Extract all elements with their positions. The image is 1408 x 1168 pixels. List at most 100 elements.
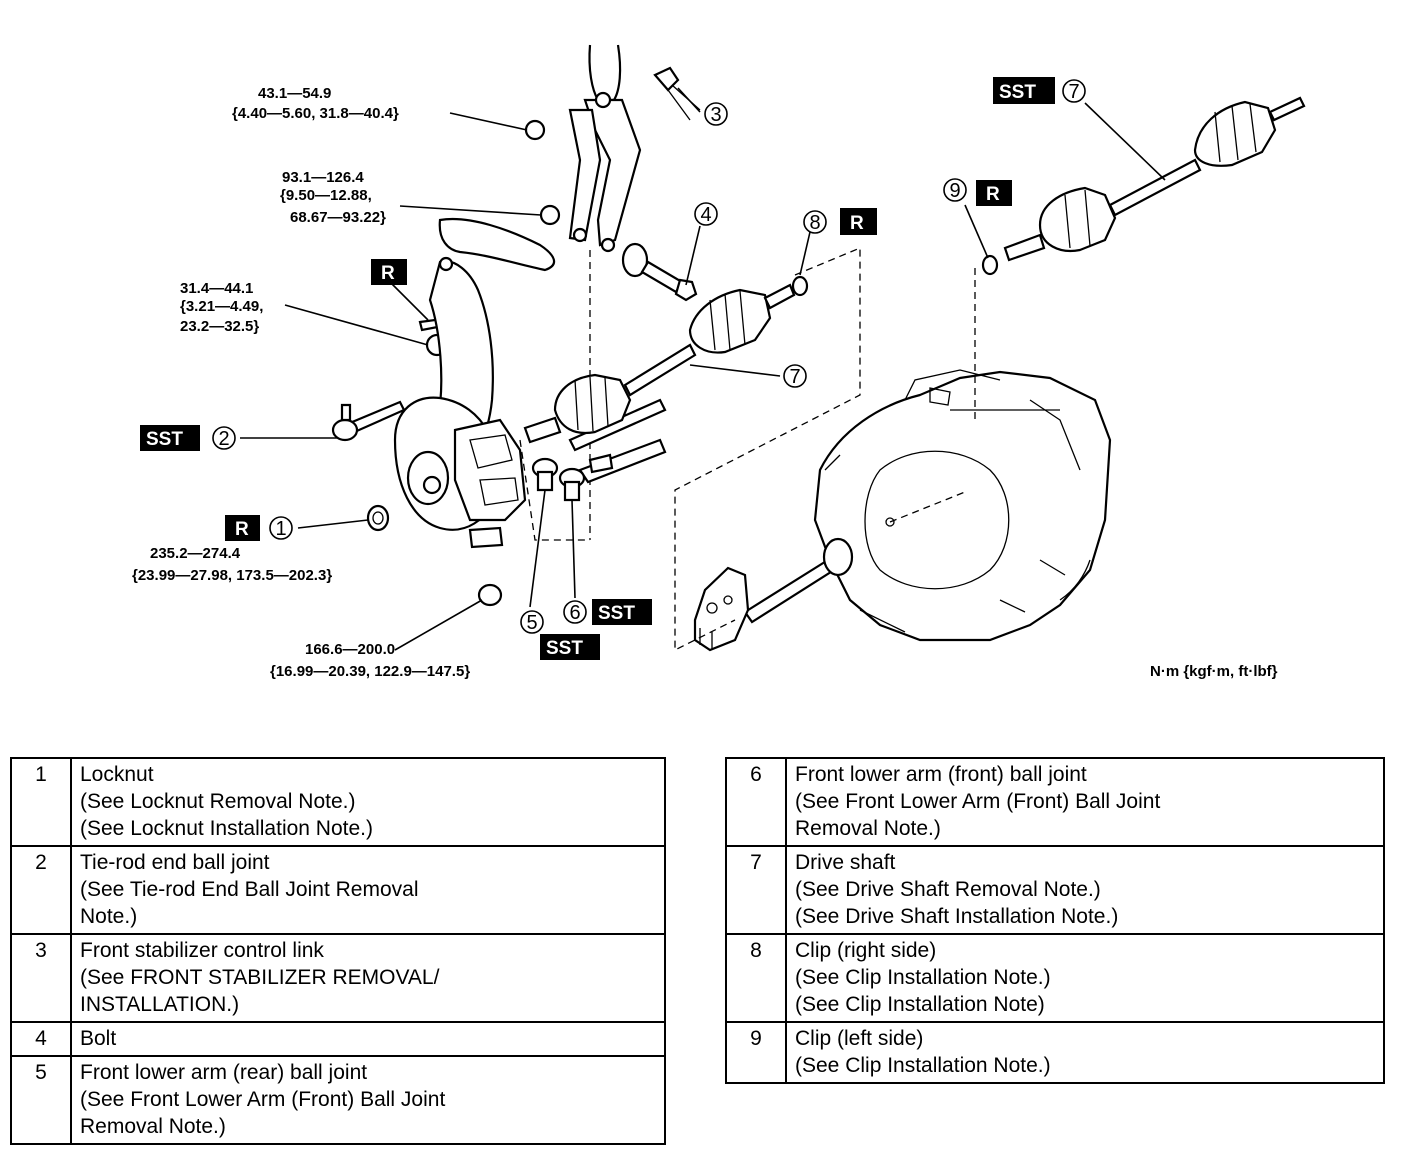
- legend-item-line: Clip (right side): [795, 939, 937, 962]
- tie-rod-end: [331, 400, 406, 442]
- torque-units: N·m {kgf·m, ft·lbf}: [1150, 663, 1278, 680]
- legend-row: 7 Drive shaft (See Drive Shaft Removal Not…: [725, 845, 1385, 935]
- legend-table-right: 6 Front lower arm (front) ball joint (See …: [725, 757, 1385, 1084]
- tag-r-cotter: R: [371, 259, 407, 285]
- legend-item-line: Clip (left side): [795, 1027, 924, 1050]
- torque-upper-link-l2: {4.40—5.60, 31.8—40.4}: [232, 105, 399, 122]
- legend-item-line: (See Front Lower Arm (Front) Ball Joint: [795, 790, 1161, 813]
- bolt-4: [621, 242, 698, 302]
- legend-item-description: Front lower arm (front) ball joint (See F…: [785, 757, 1385, 847]
- legend-item-number: 9: [725, 1021, 787, 1084]
- legend-item-line: (See Clip Installation Note.): [795, 966, 1051, 989]
- legend-row: 9 Clip (left side) (See Clip Installation …: [725, 1021, 1385, 1084]
- nut-upper-link: [524, 119, 546, 141]
- legend-row: 5 Front lower arm (rear) ball joint (See F…: [10, 1055, 666, 1145]
- legend-item-line: (See Clip Installation Note): [795, 993, 1045, 1016]
- torque-lower-nut-l2: {16.99—20.39, 122.9—147.5}: [270, 663, 470, 680]
- nut-lower-ball-joint: [477, 583, 503, 607]
- hub-and-caliper: [393, 396, 527, 549]
- callout-6: 6: [563, 600, 587, 624]
- clip-right: [791, 275, 809, 297]
- tag-sst-6: SST: [592, 599, 652, 625]
- legend-item-line: Front stabilizer control link: [80, 939, 324, 962]
- legend-item-line: Drive shaft: [795, 851, 896, 874]
- legend-item-line: (See Clip Installation Note.): [795, 1054, 1051, 1077]
- legend-item-line: (See Locknut Installation Note.): [80, 817, 373, 840]
- drive-shaft-center: [523, 283, 796, 444]
- locknut: [366, 504, 390, 532]
- legend-item-line: Front lower arm (rear) ball joint: [80, 1061, 368, 1084]
- legend-item-description: Front stabilizer control link (See FRONT …: [70, 933, 666, 1023]
- svg-text:SST: SST: [999, 82, 1036, 103]
- legend-item-number: 3: [10, 933, 72, 1023]
- svg-text:SST: SST: [598, 603, 635, 624]
- legend-item-description: Clip (left side) (See Clip Installation N…: [785, 1021, 1385, 1084]
- torque-tie-rod-l2: {3.21—4.49,: [180, 298, 263, 315]
- tag-sst-2: SST: [140, 425, 200, 451]
- drive-shaft-right: [1003, 96, 1306, 262]
- callout-2: 2: [212, 426, 236, 450]
- tag-sst-7: SST: [993, 77, 1055, 104]
- legend-row: 8 Clip (right side) (See Clip Installation…: [725, 933, 1385, 1023]
- tag-sst-5: SST: [540, 634, 600, 660]
- legend-item-description: Locknut(See Locknut Removal Note.)(See L…: [70, 757, 666, 847]
- svg-text:R: R: [986, 184, 1000, 205]
- legend-item-line: Front lower arm (front) ball joint: [795, 763, 1087, 786]
- torque-locknut-l2: {23.99—27.98, 173.5—202.3}: [132, 567, 332, 584]
- nut-link-lower: [539, 204, 561, 226]
- svg-text:1: 1: [275, 518, 286, 540]
- legend-row: 3 Front stabilizer control link (See FRONT…: [10, 933, 666, 1023]
- svg-text:R: R: [235, 519, 249, 540]
- torque-locknut-l1: 235.2—274.4: [150, 545, 241, 562]
- legend-item-description: Tie-rod end ball joint(See Tie-rod End B…: [70, 845, 666, 935]
- transaxle-housing: [813, 369, 1112, 642]
- callout-8: 8: [803, 210, 827, 234]
- svg-text:2: 2: [218, 428, 229, 450]
- exploded-view-diagram: 43.1—54.9 {4.40—5.60, 31.8—40.4} 93.1—12…: [132, 44, 1306, 680]
- legend-item-number: 5: [10, 1055, 72, 1145]
- legend-item-number: 1: [10, 757, 72, 847]
- torque-tie-rod-l3: 23.2—32.5}: [180, 318, 259, 335]
- svg-text:7: 7: [1068, 81, 1079, 103]
- legend-item-number: 7: [725, 845, 787, 935]
- svg-text:3: 3: [710, 104, 721, 126]
- callout-9: 9: [943, 178, 967, 202]
- legend-item-number: 8: [725, 933, 787, 1023]
- legend-item-line: Locknut: [80, 763, 154, 786]
- strut-and-link: [568, 44, 701, 253]
- svg-text:7: 7: [789, 366, 800, 388]
- legend-item-number: 6: [725, 757, 787, 847]
- svg-text:6: 6: [569, 602, 580, 624]
- leader-lines: [240, 87, 1166, 651]
- svg-text:SST: SST: [146, 429, 183, 450]
- tag-r-1: R: [225, 515, 260, 541]
- legend-item-description: Bolt: [70, 1021, 666, 1057]
- svg-text:SST: SST: [546, 638, 583, 659]
- callout-7-right: 7: [1062, 79, 1086, 103]
- tag-r-9: R: [976, 180, 1012, 206]
- legend-item-number: 4: [10, 1021, 72, 1057]
- legend-item-description: Front lower arm (rear) ball joint (See Fr…: [70, 1055, 666, 1145]
- torque-link-lower-l1: 93.1—126.4: [282, 169, 364, 186]
- legend-item-line: Note.): [80, 905, 138, 928]
- callout-5: 5: [520, 610, 544, 634]
- callout-7-center: 7: [783, 364, 807, 388]
- legend-item-description: Drive shaft (See Drive Shaft Removal Note…: [785, 845, 1385, 935]
- legend-item-line: (See FRONT STABILIZER REMOVAL/: [80, 966, 440, 989]
- legend-item-line: (See Front Lower Arm (Front) Ball Joint: [80, 1088, 446, 1111]
- legend-item-line: (See Drive Shaft Removal Note.): [795, 878, 1101, 901]
- svg-text:8: 8: [809, 212, 820, 234]
- torque-link-lower-l3: 68.67—93.22}: [290, 209, 386, 226]
- legend-item-line: (See Drive Shaft Installation Note.): [795, 905, 1119, 928]
- torque-tie-rod-l1: 31.4—44.1: [180, 280, 253, 297]
- callout-3: 3: [704, 102, 728, 126]
- legend-item-line: INSTALLATION.): [80, 993, 240, 1016]
- legend-item-number: 2: [10, 845, 72, 935]
- clip-left: [981, 254, 999, 276]
- callout-4: 4: [694, 202, 718, 226]
- svg-text:R: R: [381, 263, 395, 284]
